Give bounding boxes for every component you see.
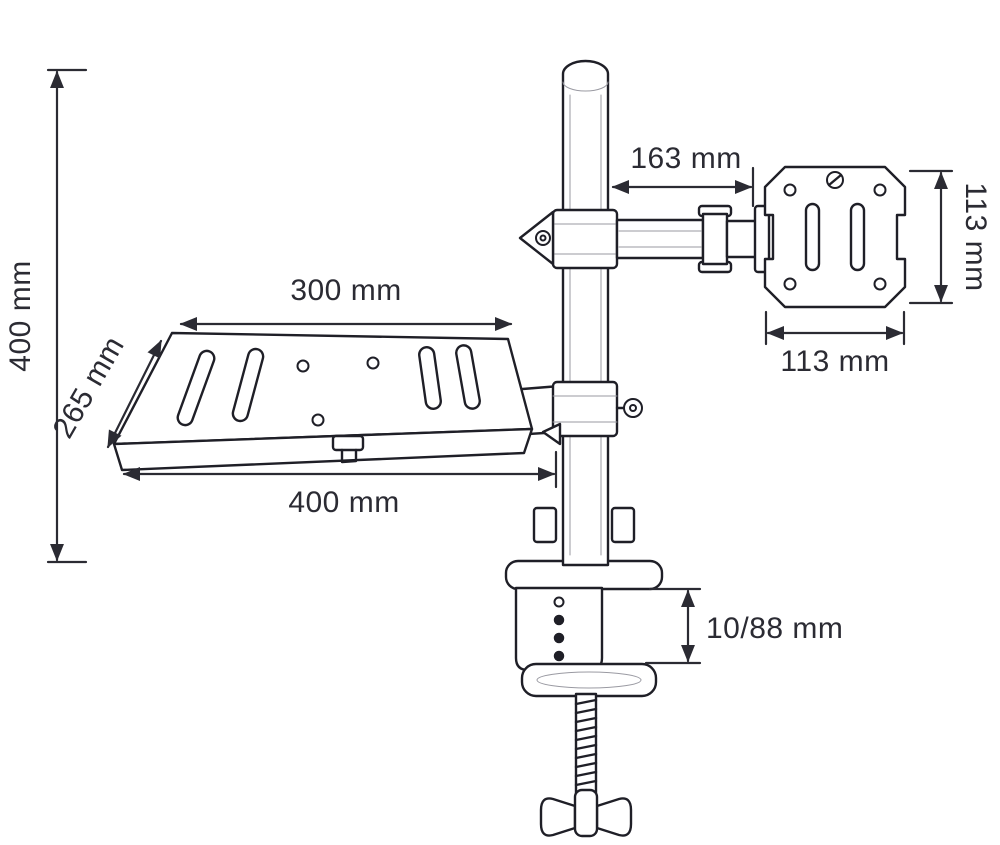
pole-side-tabs xyxy=(532,506,636,544)
laptop-tray xyxy=(112,331,562,472)
knob-hub xyxy=(573,788,599,838)
tray-slot-right-1 xyxy=(418,346,442,410)
pole-cap-seam xyxy=(562,81,609,92)
dim-vesa-width: 113 mm xyxy=(764,310,906,378)
arm-hinge xyxy=(701,212,729,266)
clamp-hole-2 xyxy=(553,614,565,626)
dim-pole-height: 400 mm xyxy=(4,68,88,564)
tray-latch-hook xyxy=(340,448,358,464)
vesa-slot-left xyxy=(804,202,821,272)
tray-top-width-label: 300 mm xyxy=(290,274,401,307)
knob-right-wing xyxy=(595,797,633,837)
tray-collar-gusset xyxy=(541,422,562,446)
tray-bottom-width-label: 400 mm xyxy=(288,486,399,519)
side-tab-left xyxy=(532,506,558,544)
tray-latch xyxy=(331,434,365,452)
tray-hole-2 xyxy=(366,356,380,370)
vesa-plate-body xyxy=(763,165,907,309)
pole-shading xyxy=(569,94,602,556)
knob-left-wing xyxy=(539,797,577,837)
arm-length-label: 163 mm xyxy=(630,142,741,175)
tray-collar xyxy=(541,380,643,446)
dim-clamp-range: 10/88 mm xyxy=(644,587,843,665)
pole-height-label: 400 mm xyxy=(4,260,37,371)
tray-front-lip xyxy=(112,427,534,472)
desk-clamp xyxy=(504,559,664,838)
dim-tray-bottom-width: 400 mm xyxy=(122,450,558,519)
clamp-bottom-jaw xyxy=(520,662,658,698)
dim-vesa-height: 113 mm xyxy=(908,169,992,305)
tray-collar-body xyxy=(551,380,619,438)
vesa-screw-slot xyxy=(827,173,843,187)
arm-collar-flanges xyxy=(552,223,618,255)
tray-slot-left-1 xyxy=(176,349,216,427)
tray-hole-1 xyxy=(296,359,310,373)
tray-collar-flanges xyxy=(552,395,618,423)
clamp-jaw-shading xyxy=(536,671,642,689)
clamp-knob xyxy=(539,788,633,838)
tray-slot-left-2 xyxy=(231,347,265,423)
vesa-width-label: 113 mm xyxy=(780,345,889,378)
vesa-hole-br xyxy=(873,277,887,291)
arm-collar xyxy=(551,208,619,270)
clamp-hole-4 xyxy=(553,650,565,662)
dim-arm-length: 163 mm xyxy=(611,142,755,208)
vesa-hole-tr xyxy=(873,183,887,197)
pole xyxy=(561,59,610,567)
clamp-hole-1 xyxy=(553,596,565,608)
vesa-slot-right xyxy=(849,202,866,272)
clamp-hole-3 xyxy=(553,632,565,644)
dim-tray-top-width: 300 mm xyxy=(179,274,513,332)
arm-segment-1-links xyxy=(618,230,702,248)
arm-collar-bolt-center xyxy=(539,234,547,242)
pole-body xyxy=(561,59,610,567)
tilt-bracket xyxy=(753,204,771,274)
clamp-range-label: 10/88 mm xyxy=(706,612,843,645)
side-tab-right xyxy=(610,506,636,544)
monitor-arm xyxy=(518,204,771,274)
tray-slot-right-2 xyxy=(455,344,481,410)
tray-hole-3 xyxy=(311,413,325,427)
vesa-height-label: 113 mm xyxy=(959,182,992,291)
vesa-hole-bl xyxy=(783,277,797,291)
vesa-plate xyxy=(763,165,907,309)
tray-bolt-center xyxy=(629,404,637,412)
arm-segment-1 xyxy=(615,218,705,260)
screw-threads xyxy=(574,698,598,787)
vesa-hole-tl xyxy=(783,183,797,197)
dim-line xyxy=(106,339,163,449)
clamp-screw xyxy=(574,692,598,796)
